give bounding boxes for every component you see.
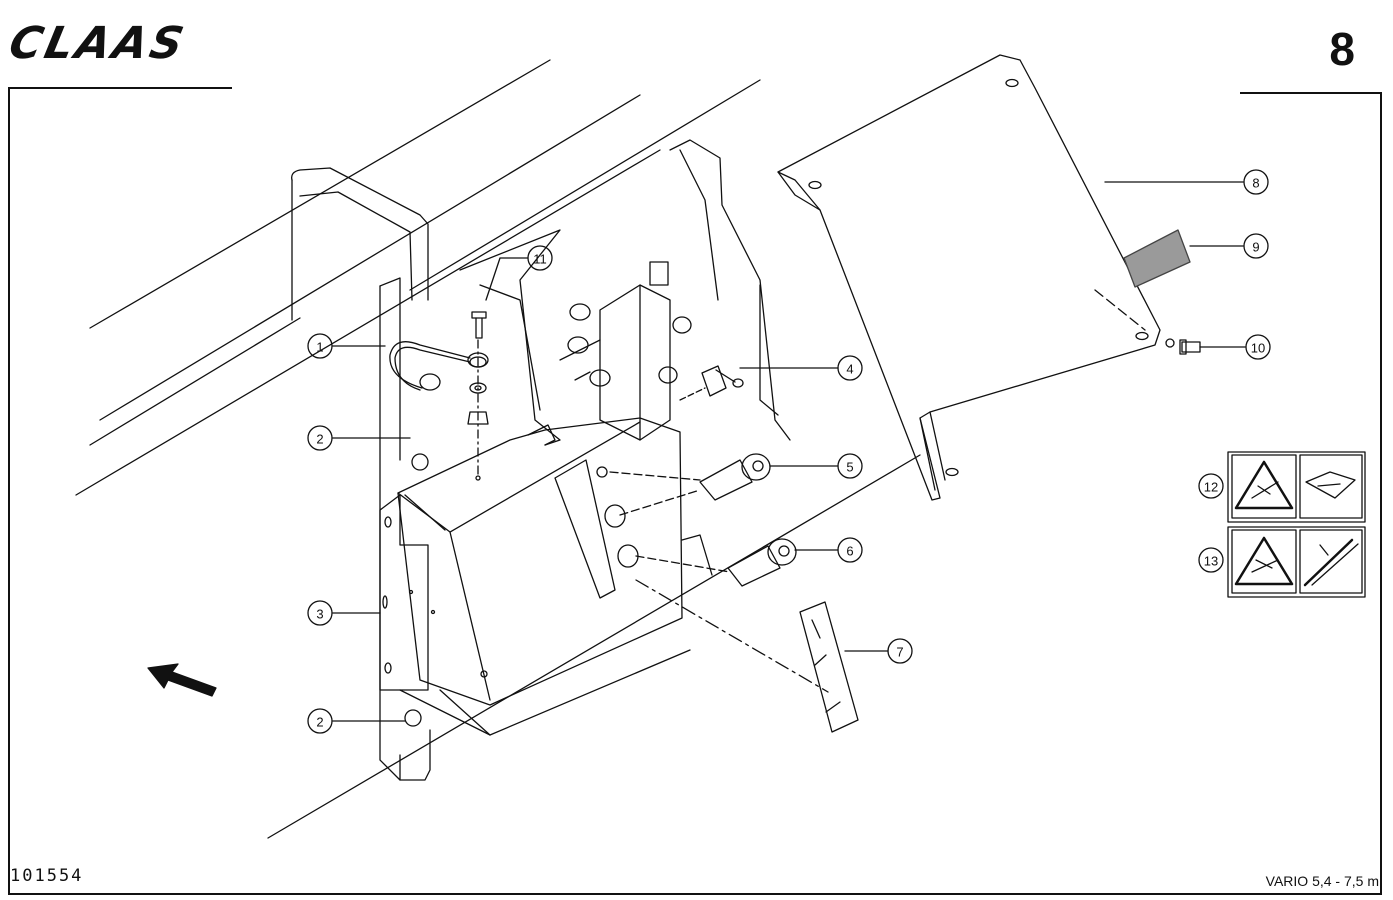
decal-strip <box>635 579 859 733</box>
callout-8: 8 <box>1252 176 1259 191</box>
locking-pins <box>404 453 429 727</box>
callout-3: 3 <box>316 607 323 622</box>
read-manual-icon <box>1305 471 1356 499</box>
callout-7: 7 <box>896 645 903 660</box>
document-number: 101554 <box>10 866 84 886</box>
safety-cable <box>389 341 489 391</box>
callout-2-upper: 2 <box>316 432 323 447</box>
frame-bottom <box>8 893 1382 895</box>
arrow-up-left-icon <box>147 663 217 697</box>
crush-hazard-warning-icon <box>1234 460 1294 510</box>
callout-11: 11 <box>533 252 547 267</box>
warning-decal-12 <box>1227 451 1366 523</box>
model-label: VARIO 5,4 - 7,5 m <box>1265 873 1379 889</box>
page-number: 8 <box>1329 23 1355 75</box>
callout-2-lower: 2 <box>316 715 323 730</box>
callout-6: 6 <box>846 544 853 559</box>
callout-12: 12 <box>1204 480 1218 495</box>
pinch-hazard-warning-icon <box>1234 536 1294 586</box>
control-box <box>397 417 691 736</box>
leader-lines <box>332 181 1246 722</box>
frame-beam <box>75 59 921 839</box>
key-switch-5 <box>609 453 771 516</box>
callout-9: 9 <box>1252 240 1259 255</box>
bolt-washer <box>1094 289 1201 355</box>
header-rule-left <box>8 87 232 89</box>
valve-block <box>559 261 692 441</box>
callout-10: 10 <box>1251 341 1265 356</box>
cover-plate <box>777 54 1161 501</box>
header-rule-right <box>1240 92 1382 94</box>
mounting-plate <box>379 494 436 691</box>
lever-hazard-icon <box>1303 538 1359 587</box>
reflector <box>1123 229 1191 288</box>
toggle-switch <box>679 365 744 401</box>
callout-1: 1 <box>316 340 323 355</box>
warning-decal-13 <box>1227 526 1366 598</box>
frame-right <box>1380 92 1382 894</box>
callout-5: 5 <box>846 460 853 475</box>
callout-circles <box>307 169 1271 734</box>
key-switch-6 <box>635 534 797 587</box>
callout-4: 4 <box>846 362 853 377</box>
frame-left <box>8 88 10 894</box>
support-bracket <box>459 139 791 446</box>
callout-13: 13 <box>1204 554 1218 569</box>
